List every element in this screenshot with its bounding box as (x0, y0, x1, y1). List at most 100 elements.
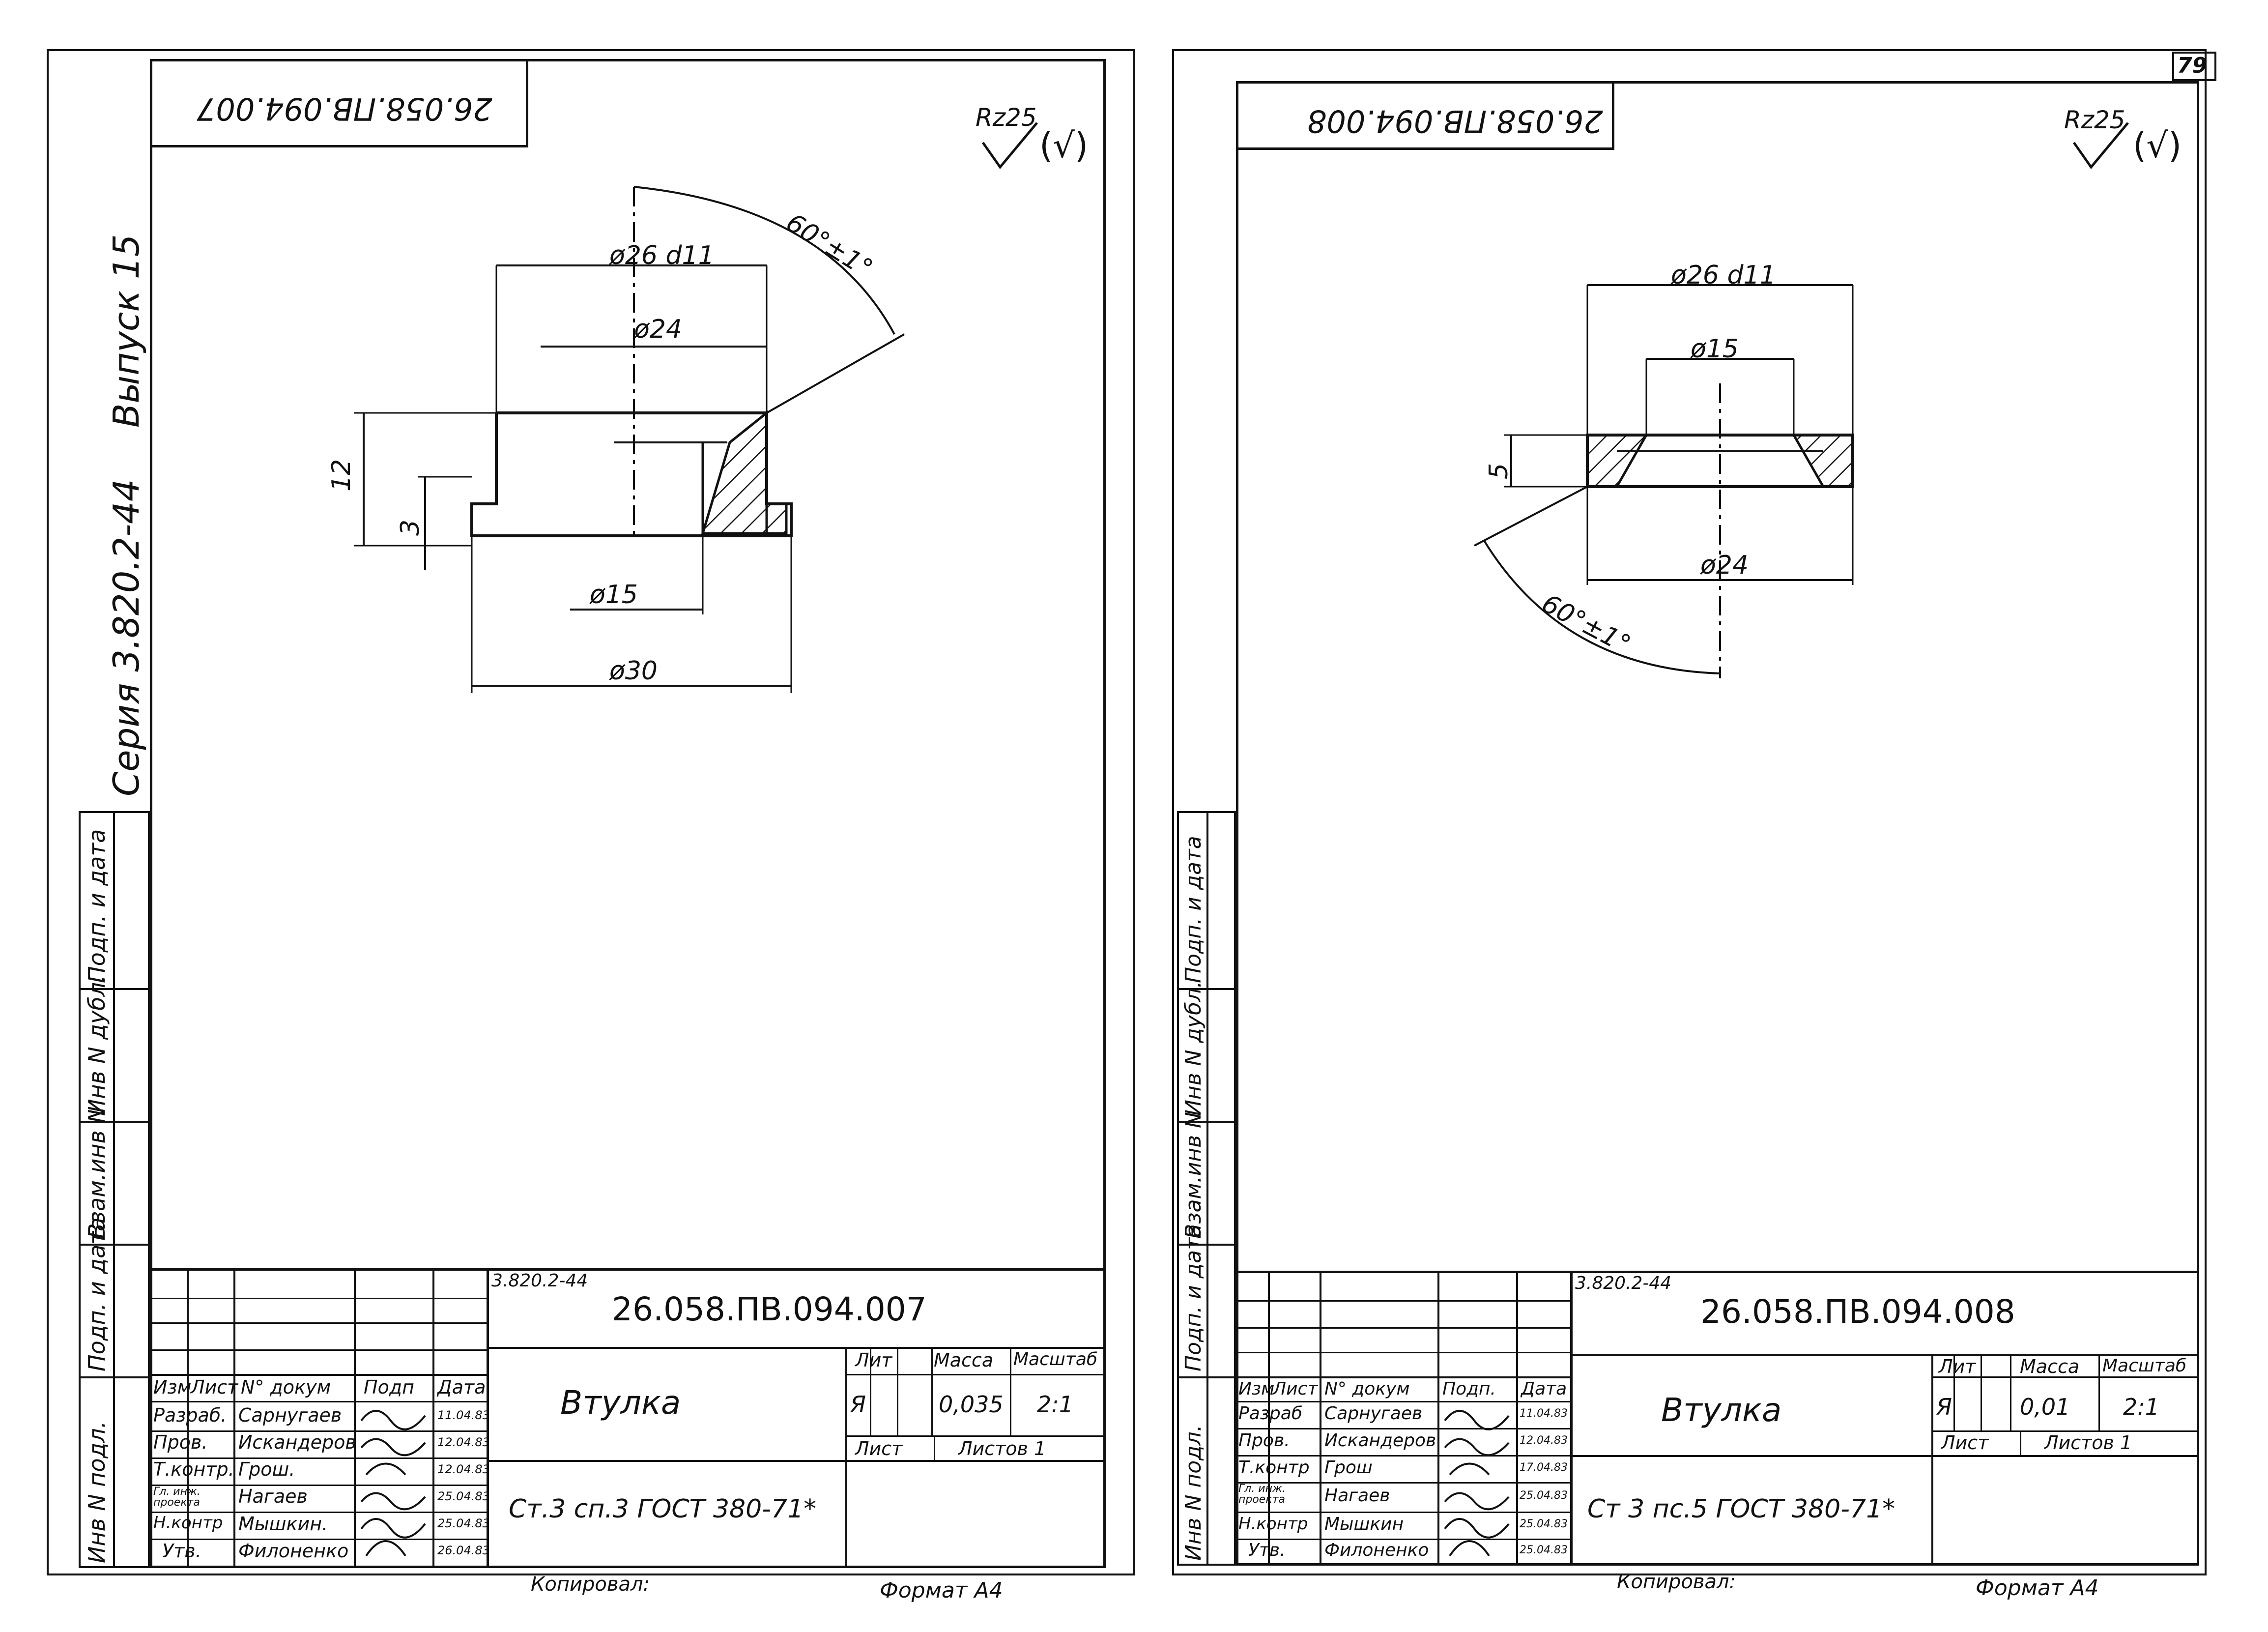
dim-d30-left: ø30 (609, 656, 658, 686)
format-right: Формат А4 (1976, 1575, 2099, 1601)
roughness-check-icon (981, 122, 1038, 170)
signer-name: Сарнугаев (1324, 1403, 1423, 1424)
page-number: 79 (2177, 53, 2208, 78)
stamp-inv-podl-right: Инв N подл. (1181, 1425, 1206, 1561)
dim-h5-right: 5 (1484, 463, 1514, 479)
dim-d15-left: ø15 (590, 580, 638, 610)
stamp-vzam-right: Взам.инв N (1181, 1112, 1206, 1239)
tb-doc-code-right: 26.058.ПВ.094.008 (1700, 1293, 2015, 1331)
tb-part-name: Втулка (560, 1384, 681, 1422)
tb-series-right: 3.820.2-44 (1575, 1273, 1672, 1293)
col-data: Дата (1521, 1379, 1567, 1399)
tb-lit-header: Лит (855, 1349, 892, 1371)
signer-name: Нагаев (1324, 1486, 1390, 1506)
title-block-left (150, 1268, 1106, 1568)
col-dokum: N° докум (241, 1376, 331, 1398)
col-izm: Изм (153, 1376, 192, 1398)
doc-code-rotated-right: 26.058.ПВ.094.008 (1307, 103, 1603, 139)
stamp-podp-data-2-right: Подп. и дата (1181, 836, 1206, 983)
title-block-right (1236, 1271, 2199, 1566)
signer-date: 25.04.83 (437, 1516, 490, 1530)
tb-part-name-right: Втулка (1661, 1391, 1782, 1429)
tb-sheets-label: Листов 1 (958, 1438, 1046, 1459)
signer-name: Грош. (238, 1458, 295, 1480)
signer-date: 26.04.83 (437, 1544, 490, 1557)
signer-date: 25.04.83 (1520, 1489, 1568, 1502)
signer-role: Н.контр (1238, 1514, 1308, 1534)
tb-lit-header: Лит (1939, 1356, 1976, 1377)
signer-name: Нагаев (238, 1486, 308, 1507)
signer-role: Утв. (1248, 1540, 1286, 1560)
signer-role: Пров. (1238, 1430, 1290, 1451)
roughness-suffix: (√) (1039, 125, 1089, 166)
signer-date: 12.04.83 (437, 1462, 490, 1476)
col-podp: Подп. (1442, 1379, 1496, 1399)
tb-sheet-label: Лист (855, 1438, 903, 1459)
signer-role: Т.контр (1238, 1457, 1310, 1478)
tb-scale-header: Масштаб (2102, 1356, 2187, 1376)
roughness-suffix-right: (√) (2133, 125, 2182, 166)
signer-role: Гл. инж. проекта (1238, 1483, 1286, 1506)
dim-h12-left: 12 (327, 459, 356, 492)
signer-name: Мышкин (1324, 1514, 1404, 1534)
stamp-inv-podl: Инв N подл. (84, 1421, 110, 1563)
signer-date: 25.04.83 (437, 1489, 490, 1503)
signer-role: Н.контр (153, 1513, 223, 1533)
stamp-vzam: Взам.инв N (84, 1106, 110, 1239)
signer-date: 17.04.83 (1520, 1461, 1568, 1474)
dim-h3-left: 3 (396, 519, 425, 536)
signer-name: Филоненко (1324, 1540, 1429, 1560)
stamp-dubl-right: Инв N дубл. (1181, 981, 1206, 1116)
series-label: Серия 3.820.2-44 (106, 479, 147, 796)
dim-d24-right: ø24 (1700, 551, 1749, 580)
tb-lit: Я (1936, 1394, 1952, 1420)
code-box-right (1236, 81, 1614, 150)
col-list: Лист (1273, 1379, 1318, 1399)
tb-doc-code: 26.058.ПВ.094.007 (612, 1290, 927, 1328)
dim-d15-right: ø15 (1691, 334, 1739, 364)
stamp-dubl: Инв N дубл. (84, 975, 110, 1116)
copied-by-left: Копировал: (531, 1573, 650, 1596)
tb-material: Ст.3 сп.3 ГОСТ 380-71* (509, 1494, 817, 1524)
tb-mass-header: Масса (934, 1349, 994, 1371)
signer-date: 25.04.83 (1520, 1518, 1568, 1530)
code-box-left (150, 59, 528, 147)
signature-marks (360, 1410, 426, 1557)
signer-name: Искандеров (1324, 1430, 1436, 1451)
outer-frame-right (1172, 49, 2207, 1575)
roughness-label: Rz25 (976, 103, 1037, 132)
signer-role: Гл. инж. проекта (153, 1486, 201, 1509)
tb-scale: 2:1 (1037, 1391, 1074, 1418)
tb-mass: 0,035 (939, 1391, 1004, 1418)
tb-sheet-label: Лист (1941, 1432, 1989, 1454)
dim-d24-left: ø24 (634, 315, 682, 344)
signer-name: Филоненко (238, 1540, 349, 1562)
signer-date: 25.04.83 (1520, 1544, 1568, 1556)
signer-name: Грош (1324, 1457, 1373, 1478)
signer-name: Искандеров (238, 1431, 356, 1453)
signer-name: Мышкин. (238, 1513, 328, 1535)
tb-series: 3.820.2-44 (491, 1271, 588, 1291)
col-podp: Подп (364, 1376, 414, 1398)
stamp-podp-data: Подп. и дата (84, 1217, 110, 1371)
col-izm: Изм (1238, 1379, 1275, 1399)
col-dokum: N° докум (1324, 1379, 1410, 1399)
roughness-label-right: Rz25 (2064, 106, 2125, 134)
dim-d26-left: ø26 d11 (609, 241, 715, 270)
signer-role: Разраб (1238, 1403, 1303, 1424)
col-data: Дата (437, 1376, 486, 1398)
signature-marks (1444, 1410, 1510, 1557)
signer-date: 12.04.83 (437, 1435, 490, 1449)
dim-d26-right: ø26 d11 (1671, 261, 1776, 290)
signer-role: Утв. (162, 1540, 201, 1562)
signer-name: Сарнугаев (238, 1404, 342, 1426)
outer-frame-left (47, 49, 1135, 1575)
part-drawing-right (1474, 284, 1854, 678)
signer-date: 11.04.83 (1520, 1407, 1568, 1420)
roughness-check-icon (2072, 122, 2129, 170)
signer-date: 12.04.83 (1520, 1434, 1568, 1447)
signer-role: Разраб. (153, 1404, 227, 1426)
tb-material-right: Ст 3 пс.5 ГОСТ 380-71* (1587, 1494, 1895, 1524)
doc-code-rotated: 26.058.ПВ.094.007 (197, 91, 492, 127)
